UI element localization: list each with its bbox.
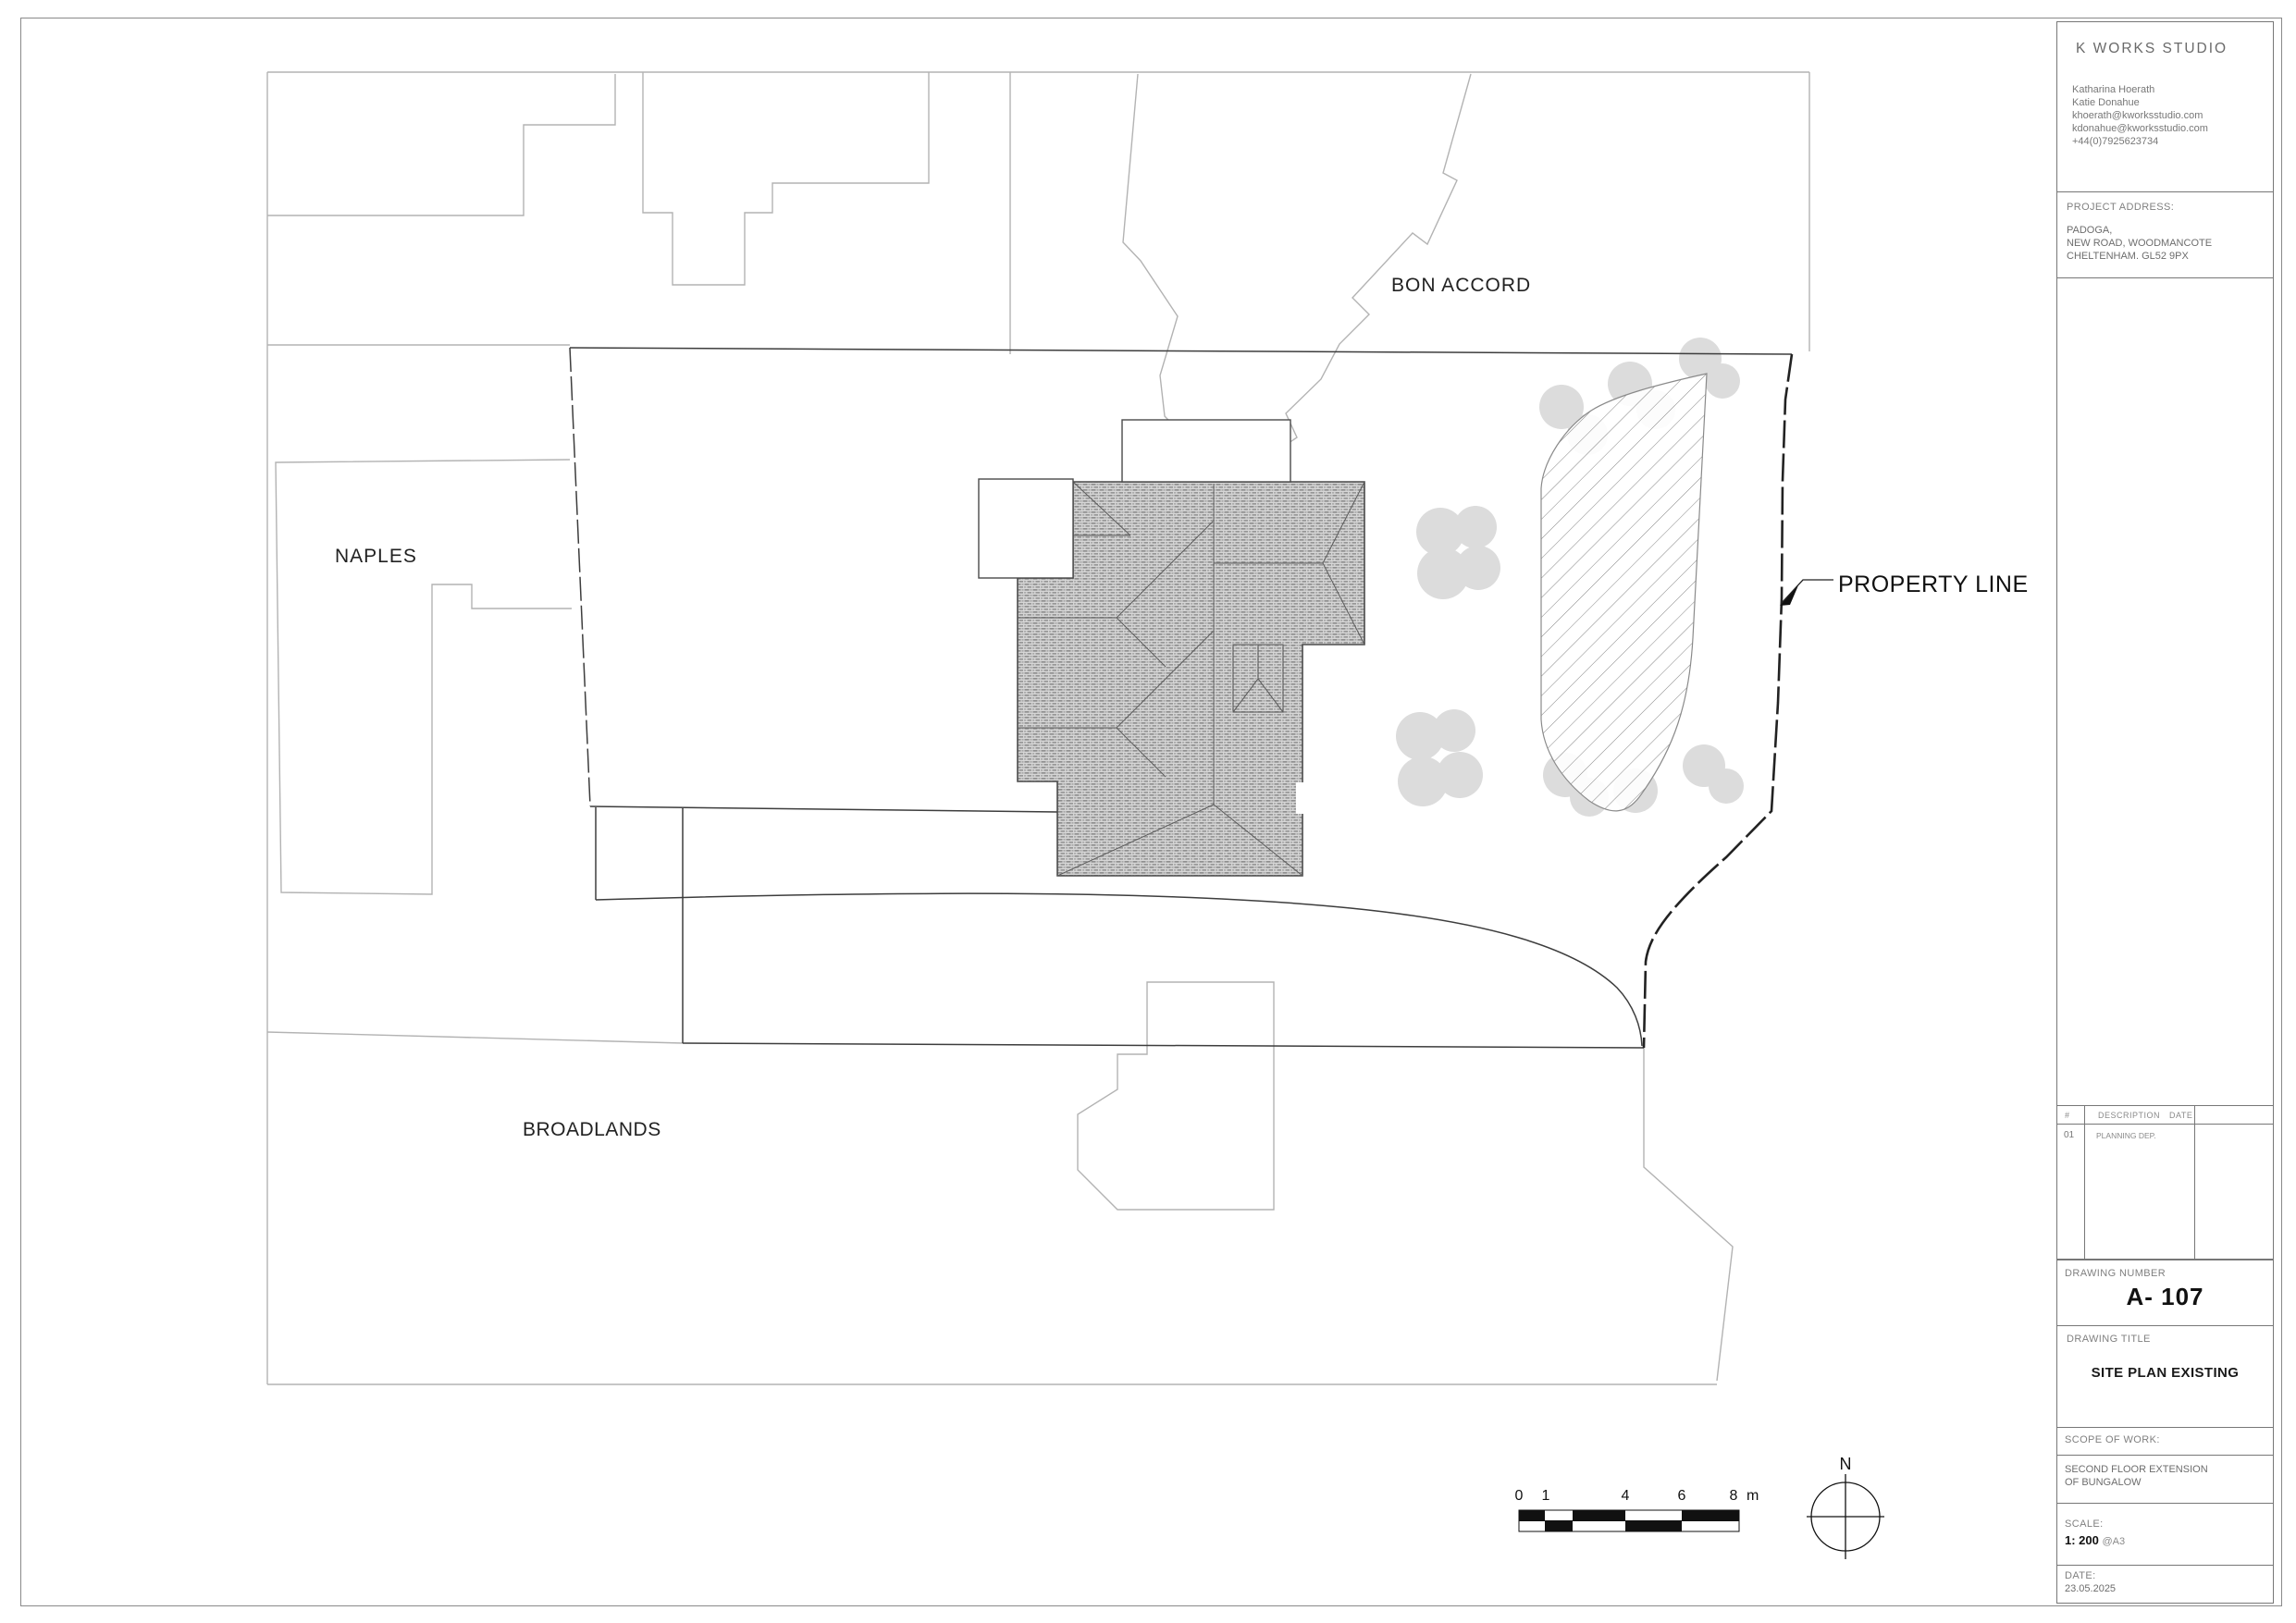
contact-line: Katharina Hoerath	[2072, 84, 2155, 95]
drawing-title-box: DRAWING TITLE SITE PLAN EXISTING	[2056, 1325, 2274, 1428]
scope-line: SECOND FLOOR EXTENSION	[2065, 1464, 2208, 1475]
roof-bay	[1232, 644, 1284, 713]
scope-line: OF BUNGALOW	[2065, 1477, 2142, 1488]
sheet-border	[20, 18, 2282, 1606]
revision-header	[2057, 1106, 2273, 1125]
label-broadlands: BROADLANDS	[523, 1119, 661, 1140]
drawing-number-label: DRAWING NUMBER	[2065, 1268, 2166, 1279]
shed-outline	[1121, 419, 1291, 483]
leader-arrow-icon	[1780, 585, 1798, 606]
contact-line: Katie Donahue	[2072, 97, 2140, 108]
drawing-number-value: A- 107	[2126, 1283, 2204, 1310]
project-address-box: PROJECT ADDRESS: PADOGA, NEW ROAD, WOODM…	[2056, 191, 2274, 278]
drawing-title-label: DRAWING TITLE	[2067, 1334, 2151, 1345]
revision-header-rev: #	[2065, 1111, 2070, 1120]
address-line: NEW ROAD, WOODMANCOTE	[2067, 238, 2213, 249]
scope-label: SCOPE OF WORK:	[2065, 1434, 2160, 1445]
label-bon-accord: BON ACCORD	[1391, 275, 1531, 296]
revision-header-description: DESCRIPTION	[2098, 1111, 2161, 1120]
revision-col-rev	[2057, 1106, 2085, 1259]
scale-bar: 0 1 4 6 8 m	[1515, 1488, 1759, 1532]
scale-tick-0: 0	[1515, 1488, 1524, 1504]
scale-tick-1: 1	[1542, 1488, 1550, 1504]
property-line	[1642, 353, 1794, 1049]
project-address: PADOGA, NEW ROAD, WOODMANCOTE CHELTENHAM…	[2057, 213, 2273, 263]
north-arrow-icon	[1807, 1474, 1884, 1559]
address-line: PADOGA,	[2067, 225, 2113, 236]
roof-door-marker	[1296, 782, 1303, 814]
date-value: 23.05.2025	[2065, 1583, 2117, 1594]
scale-unit: m	[1747, 1488, 1759, 1504]
drawing-title-value: SITE PLAN EXISTING	[2091, 1365, 2240, 1381]
roof-ridge-lines	[1018, 481, 1365, 877]
revision-row-number: 01	[2064, 1130, 2075, 1140]
label-naples: NAPLES	[335, 546, 417, 567]
contact-line: kdonahue@kworksstudio.com	[2072, 123, 2208, 134]
parcel-boundaries	[266, 71, 1810, 1385]
roof-plan	[978, 419, 1365, 877]
property-line-leader	[1780, 579, 1833, 606]
company-name: K WORKS STUDIO	[2076, 41, 2228, 56]
north-label: N	[1840, 1455, 1852, 1473]
date-label: DATE:	[2065, 1570, 2096, 1581]
contact-block: Katharina Hoerath Katie Donahue khoerath…	[2057, 57, 2273, 148]
scope-label-box: SCOPE OF WORK:	[2056, 1427, 2274, 1456]
scope-box: SECOND FLOOR EXTENSION OF BUNGALOW	[2056, 1455, 2274, 1504]
scale-suffix: @A3	[2102, 1536, 2126, 1547]
contact-line: khoerath@kworksstudio.com	[2072, 110, 2203, 121]
tree-cluster-2	[1396, 709, 1483, 806]
drawing-number-box: DRAWING NUMBER A- 107	[2056, 1260, 2274, 1326]
company-box: K WORKS STUDIO Katharina Hoerath Katie D…	[2056, 21, 2274, 192]
project-address-label: PROJECT ADDRESS:	[2067, 202, 2175, 213]
revision-header-date: DATE	[2169, 1111, 2193, 1120]
scale-tick-3: 6	[1678, 1488, 1686, 1504]
revision-col-desc	[2085, 1106, 2195, 1259]
scale-tick-4: 8	[1730, 1488, 1738, 1504]
scale-box: SCALE: 1: 200 @A3	[2056, 1503, 2274, 1566]
site-boundary	[569, 347, 1793, 1049]
notes-box	[2056, 277, 2274, 1106]
garage-outline	[978, 478, 1074, 579]
address-line: CHELTENHAM. GL52 9PX	[2067, 251, 2189, 262]
date-box: DATE: 23.05.2025	[2056, 1565, 2274, 1604]
scale-label: SCALE:	[2065, 1518, 2104, 1530]
scale-value: 1: 200	[2065, 1533, 2099, 1547]
scale-value-row: 1: 200 @A3	[2057, 1530, 2273, 1547]
label-property-line: PROPERTY LINE	[1838, 572, 2029, 597]
tree-cluster-1	[1416, 506, 1500, 599]
hatched-garden-area	[1540, 373, 1708, 812]
revision-row-description: PLANNING DEP.	[2096, 1131, 2156, 1140]
scale-tick-2: 4	[1622, 1488, 1630, 1504]
contact-line: +44(0)7925623734	[2072, 136, 2159, 147]
scope-text: SECOND FLOOR EXTENSION OF BUNGALOW	[2057, 1456, 2273, 1489]
neighbor-building-outlines	[267, 72, 1472, 1211]
revision-table: # DESCRIPTION DATE 01 PLANNING DEP.	[2056, 1105, 2274, 1260]
